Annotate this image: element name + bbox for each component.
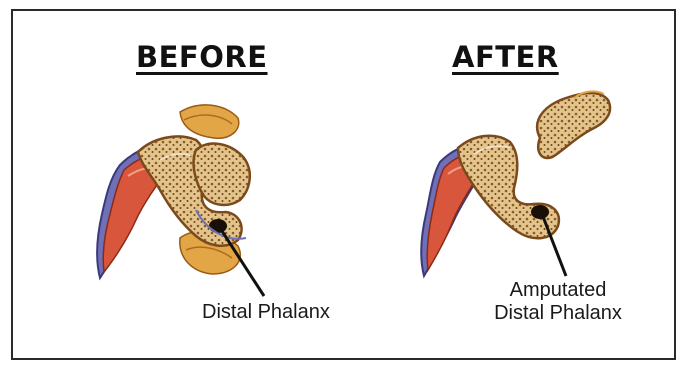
- after-label: Amputated Distal Phalanx: [483, 279, 633, 325]
- before-joint: [209, 219, 227, 233]
- after-label-line2: Distal Phalanx: [483, 302, 633, 325]
- after-toe: [421, 91, 610, 276]
- after-label-line1: Amputated: [483, 279, 633, 302]
- after-detached-bone: [537, 93, 610, 158]
- before-label: Distal Phalanx: [202, 301, 330, 324]
- after-joint: [531, 205, 549, 219]
- before-toe: [97, 105, 264, 296]
